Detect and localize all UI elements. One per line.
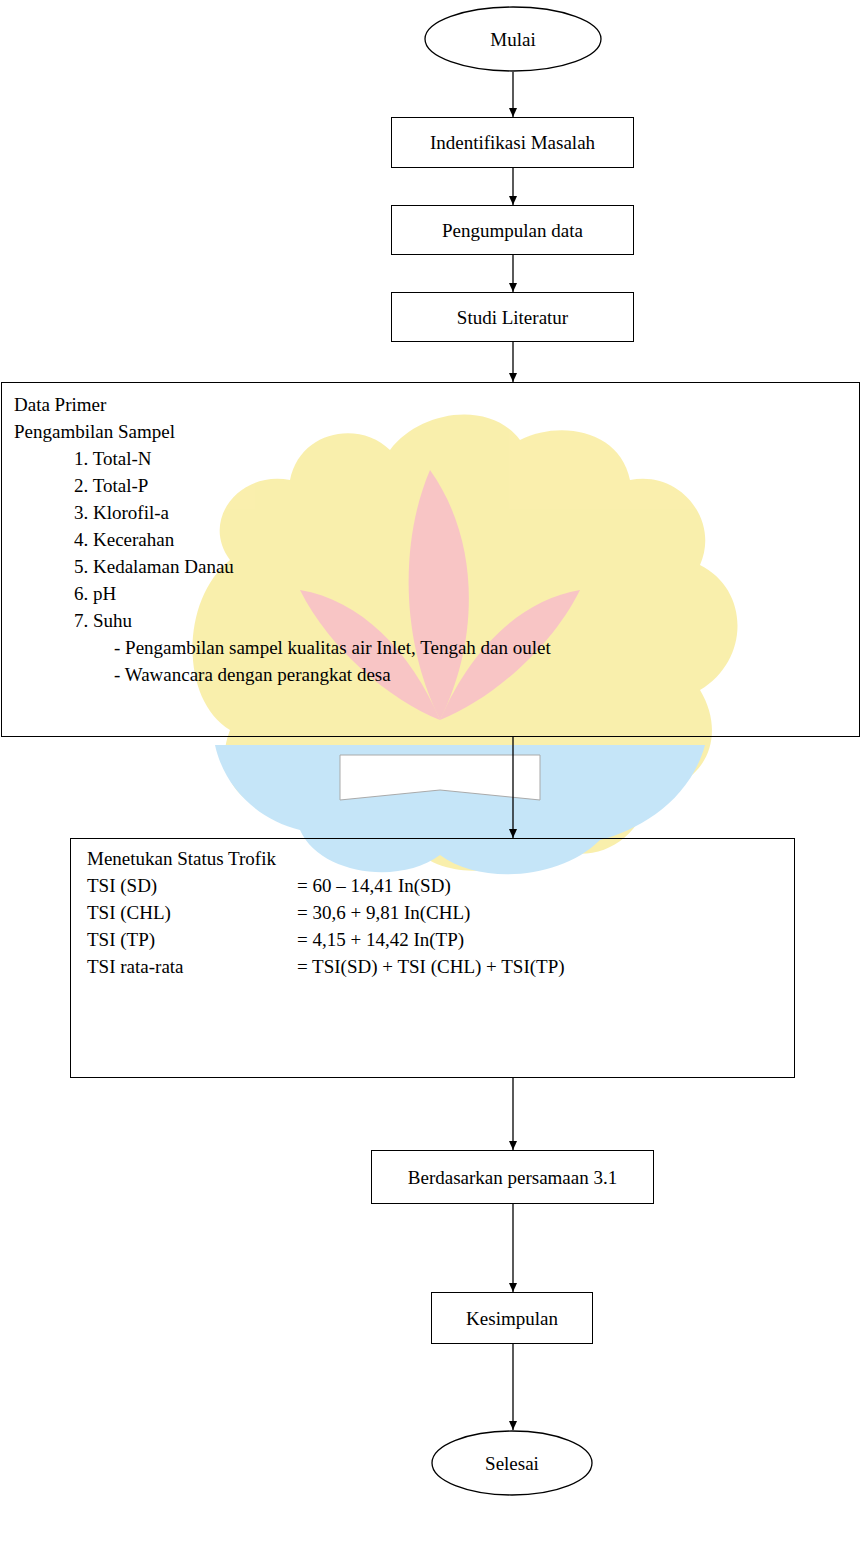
- formula-equation: = 60 – 14,41 In(SD): [297, 872, 778, 899]
- flow-arrow: [512, 342, 513, 382]
- list-item: 6. pH: [14, 580, 847, 607]
- formula-label: TSI (TP): [87, 926, 297, 953]
- flow-arrow: [512, 1344, 513, 1430]
- formula-equation: = 30,6 + 9,81 In(CHL): [297, 899, 778, 926]
- list-item: 4. Kecerahan: [14, 526, 847, 553]
- formula-equation: = TSI(SD) + TSI (CHL) + TSI(TP): [297, 953, 778, 980]
- node-label: Pengumpulan data: [442, 217, 583, 244]
- process-box: Indentifikasi Masalah: [391, 117, 634, 168]
- flow-arrow: [512, 255, 513, 292]
- node-label: Studi Literatur: [457, 304, 568, 331]
- formula-label: TSI (CHL): [87, 899, 297, 926]
- formula-heading: Menetukan Status Trofik: [87, 845, 778, 872]
- flow-arrow: [512, 168, 513, 205]
- start-terminal: Mulai: [424, 6, 602, 72]
- formula-equation: = 4,15 + 14,42 In(TP): [297, 926, 778, 953]
- node-label: Kesimpulan: [466, 1305, 558, 1332]
- formula-label: TSI rata-rata: [87, 953, 297, 980]
- process-box: Kesimpulan: [431, 1292, 593, 1344]
- list-item: 7. Suhu: [14, 607, 847, 634]
- list-item: 3. Klorofil-a: [14, 499, 847, 526]
- node-label: Selesai: [485, 1450, 539, 1477]
- flow-arrow: [512, 72, 513, 117]
- process-box: Berdasarkan persamaan 3.1: [371, 1150, 654, 1204]
- list-item: 5. Kedalaman Danau: [14, 553, 847, 580]
- list-item: 1. Total-N: [14, 445, 847, 472]
- formula-box: Menetukan Status TrofikTSI (SD)= 60 – 14…: [70, 838, 795, 1078]
- data-box: Data PrimerPengambilan Sampel1. Total-N2…: [1, 382, 860, 737]
- node-label: Indentifikasi Masalah: [430, 129, 595, 156]
- process-box: Studi Literatur: [391, 292, 634, 342]
- node-label: Berdasarkan persamaan 3.1: [408, 1164, 617, 1191]
- end-terminal: Selesai: [431, 1430, 593, 1496]
- list-item: - Pengambilan sampel kualitas air Inlet,…: [14, 634, 847, 661]
- list-item: - Wawancara dengan perangkat desa: [14, 661, 847, 688]
- formula-grid: TSI (SD)= 60 – 14,41 In(SD)TSI (CHL)= 30…: [87, 872, 778, 980]
- section-heading: Data Primer: [14, 391, 847, 418]
- node-label: Mulai: [490, 26, 535, 53]
- process-box: Pengumpulan data: [391, 205, 634, 255]
- formula-label: TSI (SD): [87, 872, 297, 899]
- list-item: 2. Total-P: [14, 472, 847, 499]
- flow-arrow: [512, 1078, 513, 1150]
- flow-arrow: [512, 737, 513, 838]
- section-heading: Pengambilan Sampel: [14, 418, 847, 445]
- flow-arrow: [512, 1204, 513, 1292]
